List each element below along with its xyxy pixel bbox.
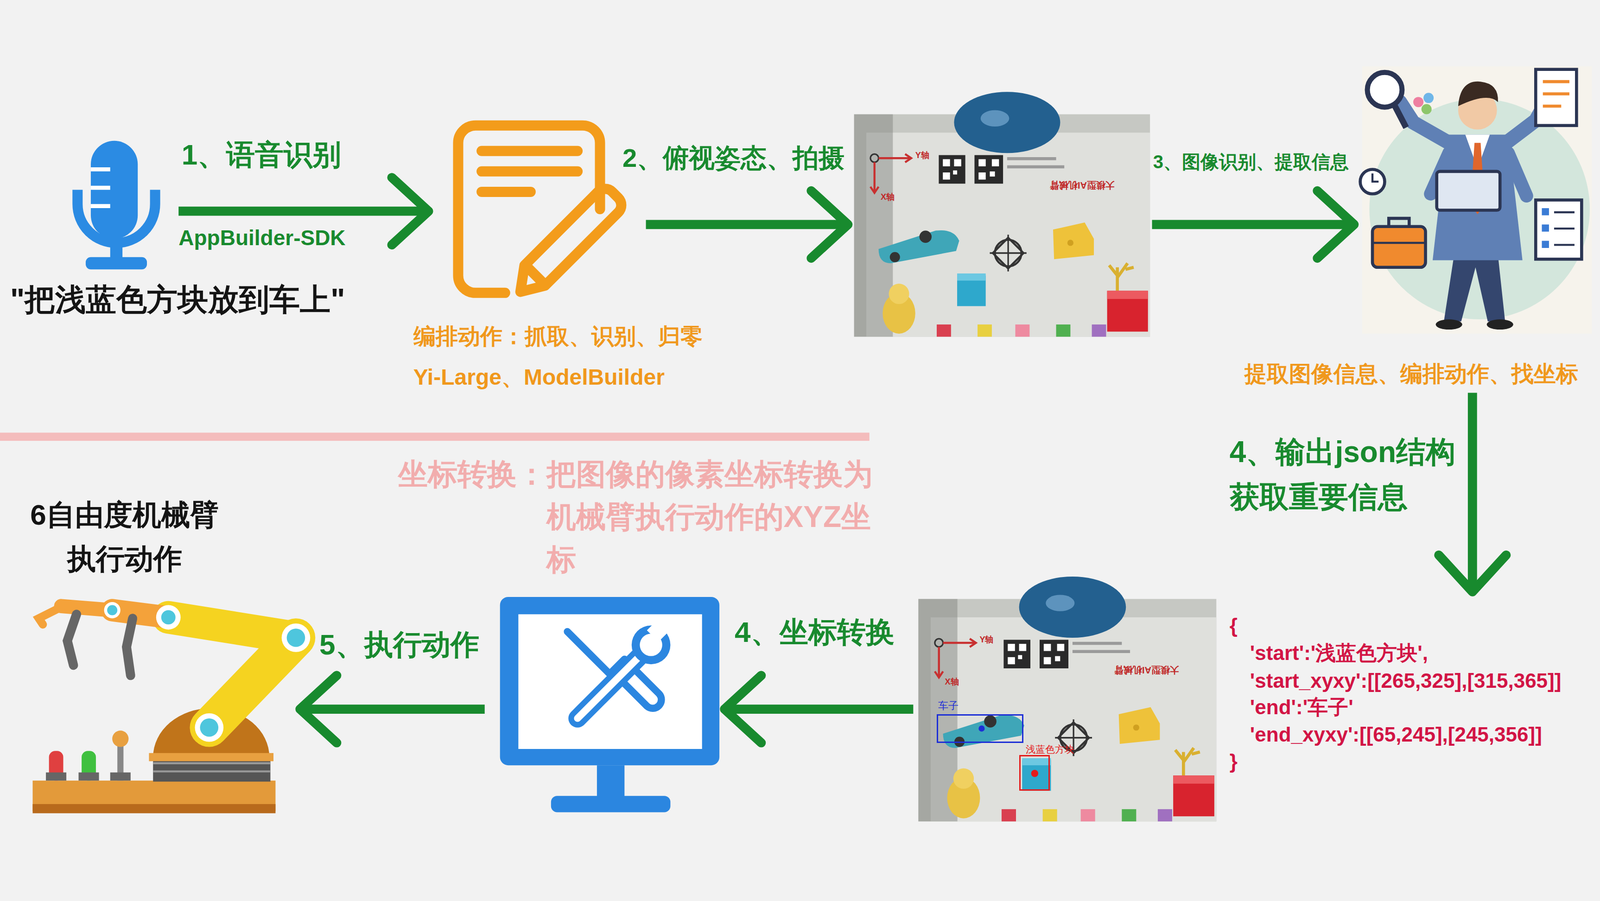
json-line: 'end':'车子' — [1250, 693, 1354, 721]
voice-command: "把浅蓝色方块放到车上" — [10, 280, 346, 319]
detection-label: 浅蓝色方块 — [1025, 743, 1075, 756]
json-line: 'start':'浅蓝色方块', — [1250, 639, 1429, 667]
analyst-illustration: 提取图像信息、编排动作、找坐标 — [1362, 66, 1592, 334]
edge-label: 1、语音识别 — [181, 136, 342, 173]
json-output: { 'start':'浅蓝色方块','start_xyxy':[[265,325]… — [1224, 610, 1569, 781]
arrow-line — [305, 704, 485, 714]
axis-label: Y轴 — [979, 634, 994, 646]
edge-label: 4、坐标转换 — [734, 614, 895, 651]
edge-label: 3、图像识别、提取信息 — [1153, 150, 1349, 174]
annotated-photo: Y轴X轴大模型AI机械臂车子浅蓝色方块 — [918, 598, 1217, 822]
arrow-line — [646, 219, 843, 229]
axis-label: X轴 — [945, 676, 959, 688]
sdk-label: AppBuilder-SDK — [178, 224, 346, 252]
flow-arrow — [724, 675, 914, 743]
camera-photo: Y轴 X轴 大模型AI机械臂 — [854, 114, 1150, 337]
edge-label: 5、执行动作 — [319, 626, 479, 663]
detection-label: 车子 — [938, 699, 959, 713]
flow-arrow — [1438, 393, 1506, 592]
sign-text: 大模型AI机械臂 — [1049, 179, 1115, 191]
arrow-line — [1152, 219, 1349, 229]
microphone-icon: "把浅蓝色方块放到车上" — [63, 137, 161, 273]
arrow-head — [1438, 555, 1506, 592]
step-note: 编排动作：抓取、识别、归零 — [413, 322, 703, 351]
arm-caption: 6自由度机械臂 执行动作 — [27, 492, 221, 581]
arrow-head — [811, 190, 848, 259]
flow-arrow — [1152, 190, 1355, 259]
arrow-line — [730, 704, 914, 714]
detection-box: 浅蓝色方块 — [1019, 755, 1050, 791]
json-line: { — [1229, 612, 1238, 640]
axis-label: X轴 — [880, 191, 895, 203]
arrow-head — [724, 675, 762, 743]
edge-label: 2、俯视姿态、拍摄 — [622, 141, 845, 175]
computer-monitor — [500, 596, 720, 814]
json-line: 'start_xyxy':[[265,325],[315,365]] — [1250, 667, 1562, 695]
json-line: } — [1229, 748, 1238, 775]
flow-arrow — [646, 190, 849, 259]
axis-label: Y轴 — [915, 150, 930, 161]
robot-arm: 6自由度机械臂 执行动作 — [30, 591, 299, 817]
step-note: 提取图像信息、编排动作、找坐标 — [1242, 360, 1581, 388]
arrow-head — [391, 177, 429, 245]
detection-box: 车子 — [936, 714, 1024, 743]
arrow-line — [1467, 393, 1478, 586]
sign-text: 大模型AI机械臂 — [1114, 664, 1180, 676]
arrow-head — [1317, 190, 1354, 259]
edge-label: 4、输出json结构 获取重要信息 — [1229, 429, 1461, 520]
json-line: 'end_xyxy':[[65,245],[245,356]] — [1250, 721, 1543, 749]
flow-arrow — [299, 675, 485, 743]
model-note: Yi-Large、ModelBuilder — [413, 363, 665, 392]
document-icon: 编排动作：抓取、识别、归零Yi-Large、ModelBuilder — [449, 118, 618, 300]
arrow-head — [299, 675, 337, 743]
note-text: 坐标转换：把图像的像素坐标转换为 机械臂执行动作的XYZ坐标 — [398, 452, 878, 581]
arrow-line — [178, 206, 423, 216]
